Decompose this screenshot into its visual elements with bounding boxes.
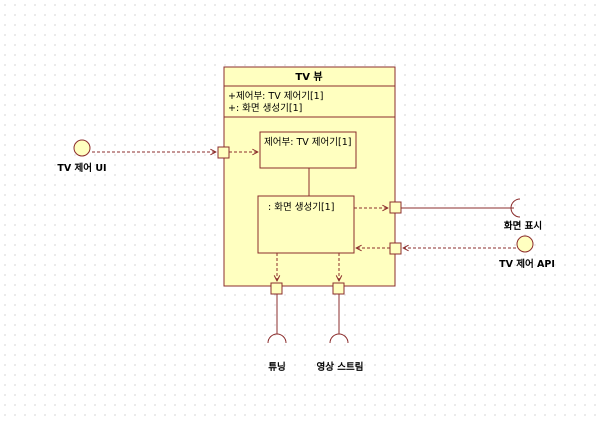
port-right-api[interactable]: [389, 242, 402, 255]
tv-control-api-interface-icon[interactable]: [516, 235, 534, 253]
part-tv-controller[interactable]: 제어부: TV 제어기[1]: [259, 131, 357, 169]
video-stream-label: 영상 스트림: [316, 361, 363, 373]
tuning-label: 튜닝: [268, 361, 285, 373]
tv-control-ui-interface-icon[interactable]: [73, 139, 91, 157]
port-bottom-stream[interactable]: [332, 282, 345, 295]
tv-control-ui-label: TV 제어 UI: [57, 162, 106, 174]
part-screen-generator[interactable]: : 화면 생성기[1]: [257, 195, 355, 254]
port-bottom-tuning[interactable]: [270, 282, 283, 295]
screen-display-socket-icon[interactable]: [510, 198, 521, 218]
tuning-socket-icon[interactable]: [267, 333, 287, 344]
port-right-display[interactable]: [389, 201, 402, 214]
video-stream-socket-icon[interactable]: [329, 333, 349, 344]
port-left[interactable]: [217, 146, 230, 159]
part-screen-generator-label: : 화면 생성기[1]: [268, 202, 334, 213]
attribute-generator: +: 화면 생성기[1]: [228, 103, 302, 114]
tv-control-api-label: TV 제어 API: [499, 258, 555, 270]
component-title: TV 뷰: [295, 71, 322, 83]
screen-display-label: 화면 표시: [504, 220, 542, 232]
attribute-controller: +제어부: TV 제어기[1]: [228, 91, 323, 102]
part-tv-controller-label: 제어부: TV 제어기[1]: [264, 137, 351, 148]
